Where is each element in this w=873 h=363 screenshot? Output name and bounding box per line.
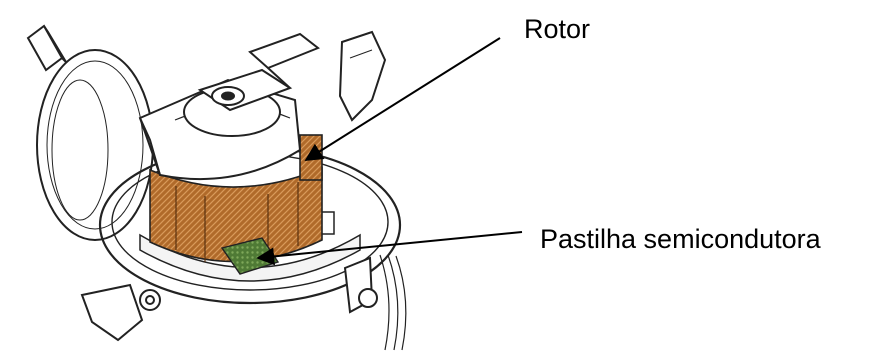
right-bracket xyxy=(340,32,385,120)
rotor-label: Rotor xyxy=(524,16,590,43)
lower-left-clamp xyxy=(82,285,160,340)
lower-right-clamp xyxy=(345,255,406,350)
housing-cover xyxy=(37,50,153,240)
rotor-arrow xyxy=(306,38,500,160)
semiconductor-chip-label: Pastilha semicondutora xyxy=(540,226,821,253)
shaft-stub xyxy=(28,26,66,70)
